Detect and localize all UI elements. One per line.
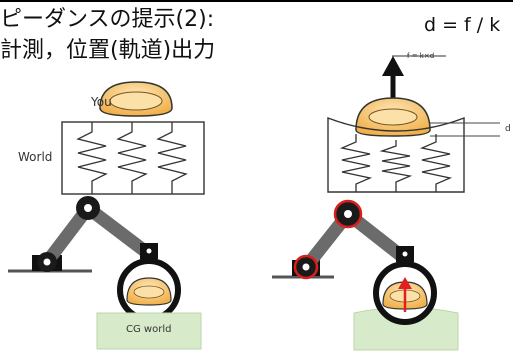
force-arrow-head [382, 56, 404, 76]
label-world: World [18, 150, 53, 164]
base-joint-red-ring [293, 254, 319, 280]
world-box [61, 121, 205, 195]
cg-world-block [96, 312, 202, 350]
forearm-link [81, 201, 157, 262]
label-cg-world: CG world [126, 324, 172, 335]
bottom-left-robot-scene [8, 196, 202, 350]
top-left-spring-scene [61, 81, 205, 195]
label-you: You [91, 95, 112, 109]
bottom-right-robot-scene [272, 199, 459, 351]
deformed-world-box [327, 116, 465, 193]
compressed-springs [339, 134, 453, 192]
user-body-blob [99, 81, 173, 117]
top-right-deformed-scene [327, 55, 500, 193]
formula-displacement: d = f / k [424, 14, 501, 36]
world-springs [76, 122, 188, 194]
slide-title-line2: 計測，位置(軌道)出力 [0, 38, 216, 63]
elbow-joint-red-ring [333, 199, 363, 229]
title-rule [0, 0, 513, 2]
slide-title-line1: ピーダンスの提示(2): [0, 7, 215, 32]
finger-blob [126, 277, 172, 306]
pressed-body-blob [355, 97, 431, 137]
red-force-arrow-head [398, 277, 412, 289]
label-d: d [505, 124, 511, 134]
